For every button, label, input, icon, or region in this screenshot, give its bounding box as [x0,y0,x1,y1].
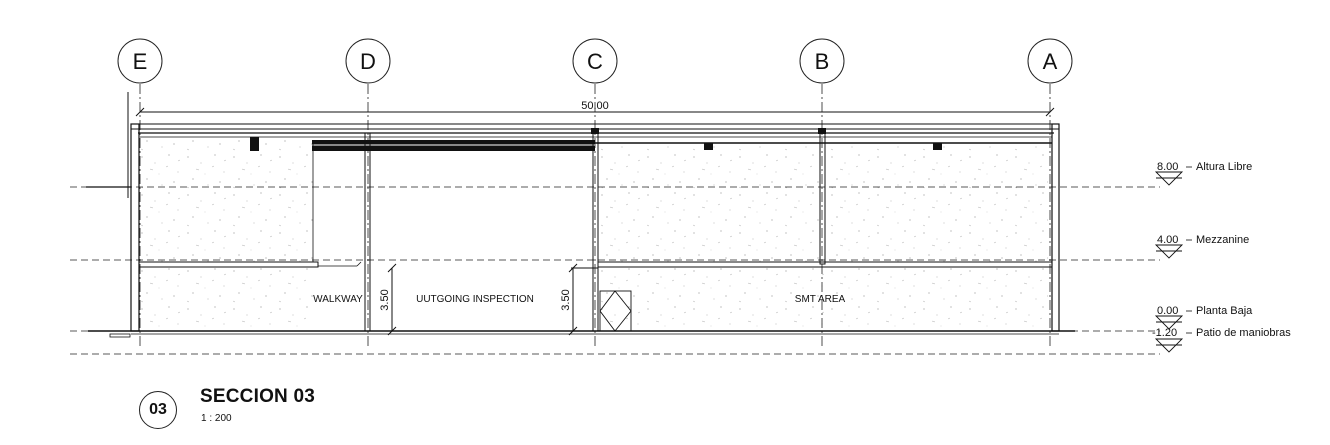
level-value-altura-libre: 8.00 [1157,161,1178,173]
level-name-altura-libre: Altura Libre [1196,161,1252,173]
level-name-planta-baja: Planta Baja [1196,305,1253,317]
hatch-fills [141,138,1048,330]
door [599,290,632,332]
level-name-mezzanine: Mezzanine [1196,234,1249,246]
level-value-patio: -1.20 [1152,327,1177,339]
level-name-patio: Patio de maniobras [1196,327,1291,339]
room-inspection: UUTGOING INSPECTION [416,294,534,305]
grid-label-b: B [815,49,830,74]
dimension-right-text: 3.50 [560,289,572,310]
overall-dimension-line [135,107,1055,117]
level-value-planta-baja: 0.00 [1157,305,1178,317]
room-walkway: WALKWAY [313,294,363,305]
view-scale: 1 : 200 [201,413,232,424]
grid-label-d: D [360,49,376,74]
level-marker-altura-libre [1154,171,1184,186]
dimension-right [568,263,578,336]
ground-slab [88,330,1075,338]
level-marker-mezzanine [1154,244,1184,259]
dimension-left-text: 3.50 [379,289,391,310]
dimension-left [387,263,397,336]
room-smt-area: SMT AREA [795,294,846,305]
level-marker-planta-baja [1154,315,1184,330]
grid-label-c: C [587,49,603,74]
mezzanine-slab [138,261,1053,269]
grid-label-e: E [133,49,148,74]
view-title: SECCION 03 [200,386,315,407]
level-value-mezzanine: 4.00 [1157,234,1178,246]
grid-label-a: A [1043,49,1058,74]
level-marker-patio [1154,338,1184,353]
view-number-bubble: 03 [139,391,177,429]
view-number: 03 [149,401,167,418]
grid-bubbles [117,38,1073,84]
overall-dimension-text: 50.00 [581,100,609,112]
grid-lines [139,84,1051,346]
